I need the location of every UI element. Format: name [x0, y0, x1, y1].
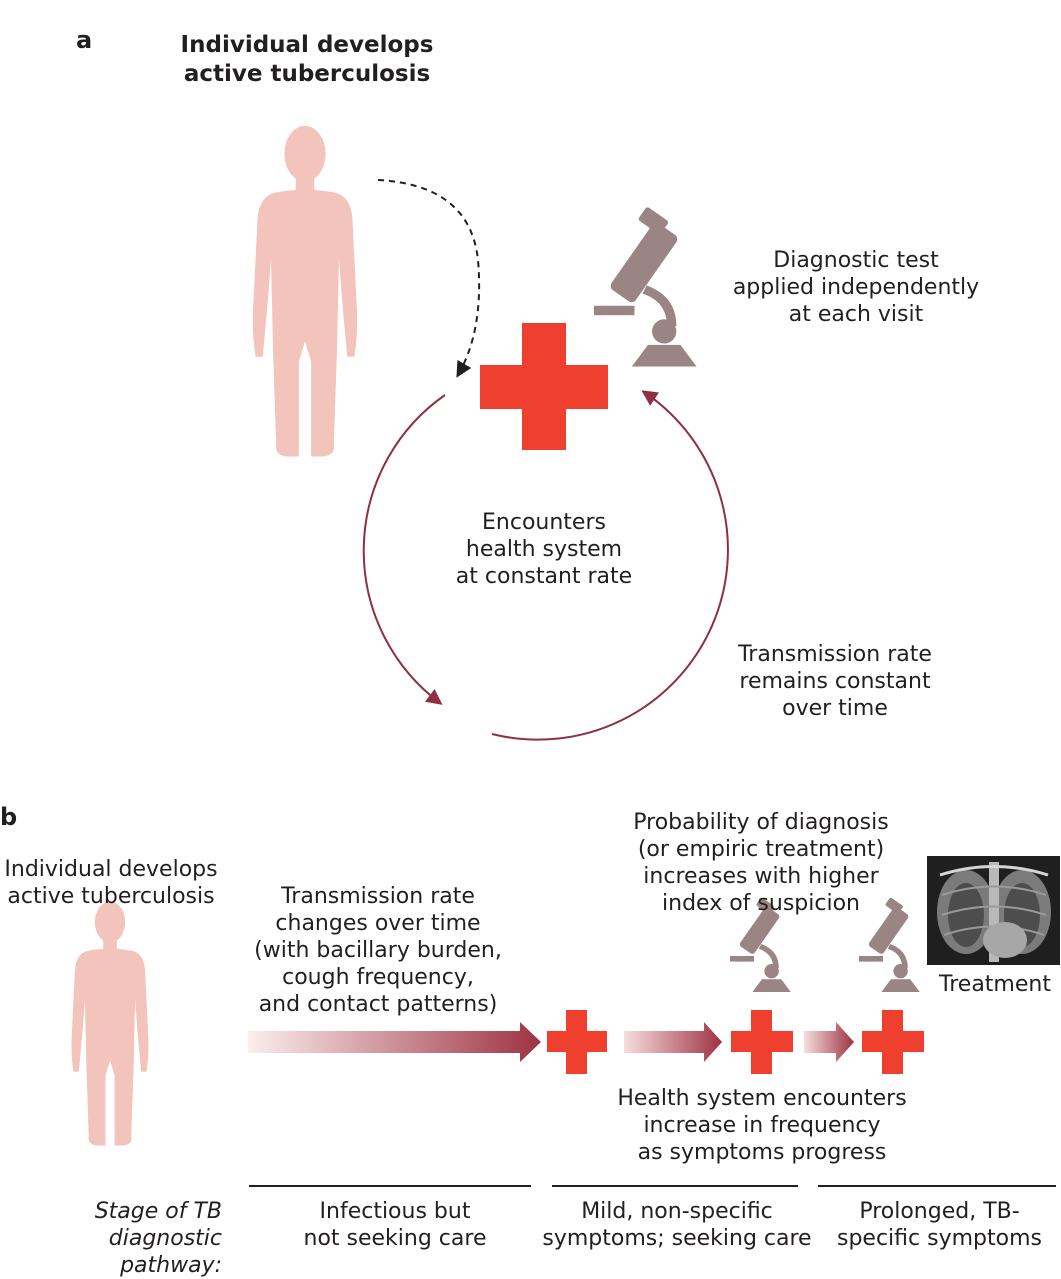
encounters-frequency-text: Health system encounters increase in fre…: [617, 1086, 907, 1165]
gradient-arrow-short: [804, 1022, 854, 1062]
dashed-arrow: [377, 179, 481, 378]
health-cross-icon-b2: [731, 1010, 793, 1074]
cycle-center-text: Encounters health system at constant rat…: [455, 510, 633, 589]
panel-b-title: Individual develops active tuberculosis: [4, 857, 218, 909]
panel-a-label: a: [76, 26, 93, 54]
diagnostic-test-text: Diagnostic test applied independently at…: [732, 248, 980, 327]
gradient-arrow-mid: [624, 1022, 722, 1062]
person-icon-a: [252, 125, 358, 457]
transmission-changes-text: Transmission rate changes over time (wit…: [254, 884, 502, 1017]
treatment-label: Treatment: [939, 972, 1051, 997]
panel-b-label: b: [0, 803, 18, 831]
health-cross-icon-a: [480, 323, 608, 450]
cycle-arrow-right: [491, 390, 729, 741]
stage-3-text: Prolonged, TB- specific symptoms: [837, 1199, 1042, 1251]
transmission-constant-text: Transmission rate remains constant over …: [738, 642, 932, 721]
chest-xray-image: [927, 856, 1060, 965]
diagram-graphics: [71, 125, 1060, 1187]
cycle-arrow-left: [362, 394, 446, 705]
stage-2-text: Mild, non-specific symptoms; seeking car…: [542, 1199, 812, 1251]
stage-label: Stage of TB diagnostic pathway:: [94, 1199, 222, 1278]
health-cross-icon-b3: [862, 1010, 924, 1074]
person-icon-b: [71, 901, 149, 1146]
probability-text: Probability of diagnosis (or empiric tre…: [633, 810, 889, 916]
microscope-icon-a: [594, 206, 697, 367]
health-cross-icon-b1: [547, 1010, 607, 1074]
stage-1-text: Infectious but not seeking care: [303, 1199, 487, 1251]
panel-a-title: Individual develops active tuberculosis: [180, 32, 434, 87]
gradient-arrow-long: [248, 1022, 541, 1062]
